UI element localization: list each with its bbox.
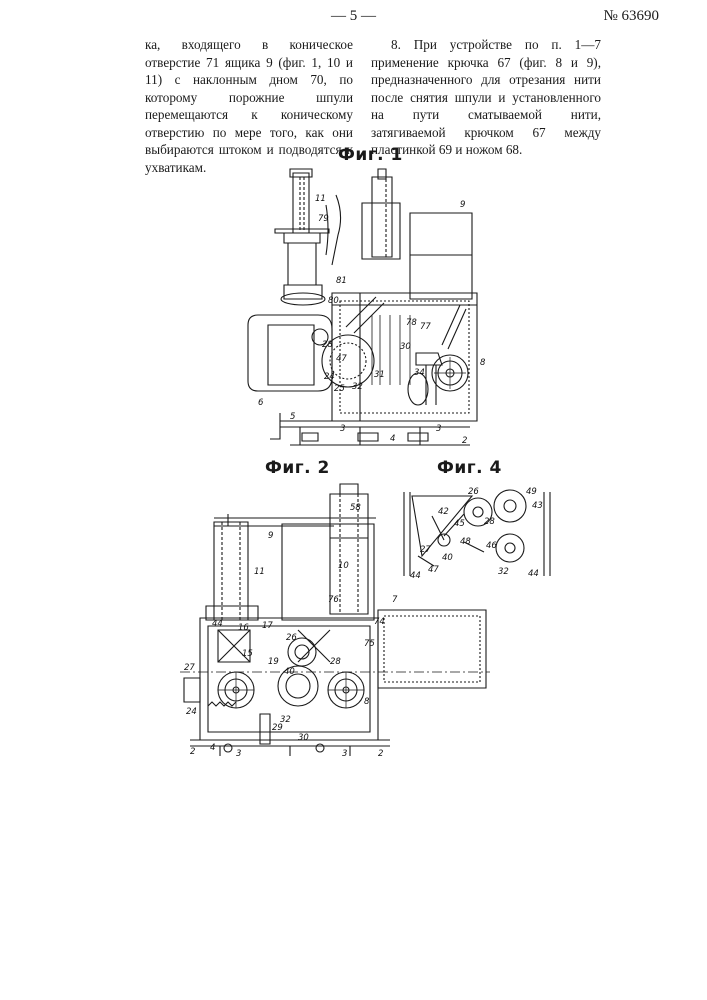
figure-label: 3 — [436, 424, 441, 434]
figure-2-caption: Фиг. 2 — [265, 458, 330, 478]
paragraph-claim-8: 8. При устройстве по п. 1—7 применение к… — [371, 36, 601, 159]
figure-label: 45 — [454, 519, 465, 529]
figure-label: 19 — [268, 657, 279, 667]
figure-label: 2 — [462, 436, 467, 446]
figure-label: 11 — [254, 567, 265, 577]
figure-label: 28 — [484, 517, 495, 527]
figure-label: 28 — [322, 340, 333, 350]
figure-label: 3 — [340, 424, 345, 434]
figure-label: 40 — [284, 667, 295, 677]
figure-label: 9 — [268, 531, 273, 541]
figure-label: 32 — [352, 382, 363, 392]
figure-label: 75 — [364, 639, 375, 649]
figure-label: 30 — [400, 342, 411, 352]
figure-label: 78 — [406, 318, 417, 328]
figure-4-caption: Фиг. 4 — [437, 458, 502, 478]
figure-4-drawing: 26 49 43 42 28 45 48 27 46 40 47 32 44 4… — [398, 486, 558, 582]
figure-label: 40 — [442, 553, 453, 563]
figure-label: 48 — [460, 537, 471, 547]
figure-label: 44 — [528, 569, 539, 579]
figure-label: 28 — [330, 657, 341, 667]
figure-label: 46 — [486, 541, 497, 551]
figure-label: 4 — [210, 743, 215, 753]
figure-label: 27 — [184, 663, 195, 673]
figure-label: 2 — [378, 749, 383, 759]
figure-label: 4 — [390, 434, 395, 444]
figure-label: 44 — [212, 619, 223, 629]
figure-label: 9 — [460, 200, 465, 210]
figure-label: 2 — [190, 747, 195, 757]
figure-label: 3 — [236, 749, 241, 759]
text-column-right: 8. При устройстве по п. 1—7 применение к… — [371, 36, 601, 159]
figure-label: 17 — [262, 621, 273, 631]
figure-label: 15 — [242, 649, 253, 659]
figure-label: 76 — [328, 595, 339, 605]
figure-label: 7 — [392, 595, 398, 605]
figure-label: 26 — [468, 487, 479, 497]
figure-label: 47 — [336, 354, 347, 364]
figure-label: 43 — [532, 501, 543, 511]
figure-label: 47 — [428, 565, 439, 575]
figure-1-caption: Фиг. 1 — [338, 145, 403, 165]
patent-number: № 63690 — [603, 8, 659, 25]
paragraph-left: ка, входящего в коническое отверстие 71 … — [145, 36, 353, 176]
figure-label: 8 — [364, 697, 370, 707]
figure-label: 81 — [336, 276, 347, 286]
figure-label: 10 — [338, 561, 349, 571]
figure-label: 49 — [526, 487, 537, 497]
figure-label: 29 — [272, 723, 283, 733]
figure-label: 16 — [238, 623, 249, 633]
figure-label: 74 — [374, 617, 385, 627]
figure-1-drawing: 11 79 9 80 81 78 77 28 47 30 31 24 25 32… — [240, 165, 500, 455]
figure-label: 34 — [414, 368, 425, 378]
figure-label: 11 — [315, 194, 326, 204]
figure-label: 32 — [498, 567, 509, 577]
figure-label: 77 — [420, 322, 431, 332]
figure-label: 5 — [290, 412, 295, 422]
figure-label: 30 — [298, 733, 309, 743]
figure-label: 42 — [438, 507, 449, 517]
figure-label: 8 — [480, 358, 486, 368]
figure-label: 26 — [286, 633, 297, 643]
figure-label: 44 — [410, 571, 421, 581]
figure-label: 80 — [328, 296, 339, 306]
text-column-left: ка, входящего в коническое отверстие 71 … — [145, 36, 353, 176]
figure-label: 25 — [334, 384, 345, 394]
figure-label: 24 — [324, 372, 335, 382]
page-number: — 5 — — [0, 8, 707, 25]
figure-label: 24 — [186, 707, 197, 717]
figure-label: 58 — [350, 503, 361, 513]
figure-label: 6 — [258, 398, 264, 408]
figure-label: 3 — [342, 749, 347, 759]
figure-label: 27 — [420, 545, 431, 555]
figure-label: 79 — [318, 214, 329, 224]
figure-label: 31 — [374, 370, 385, 380]
